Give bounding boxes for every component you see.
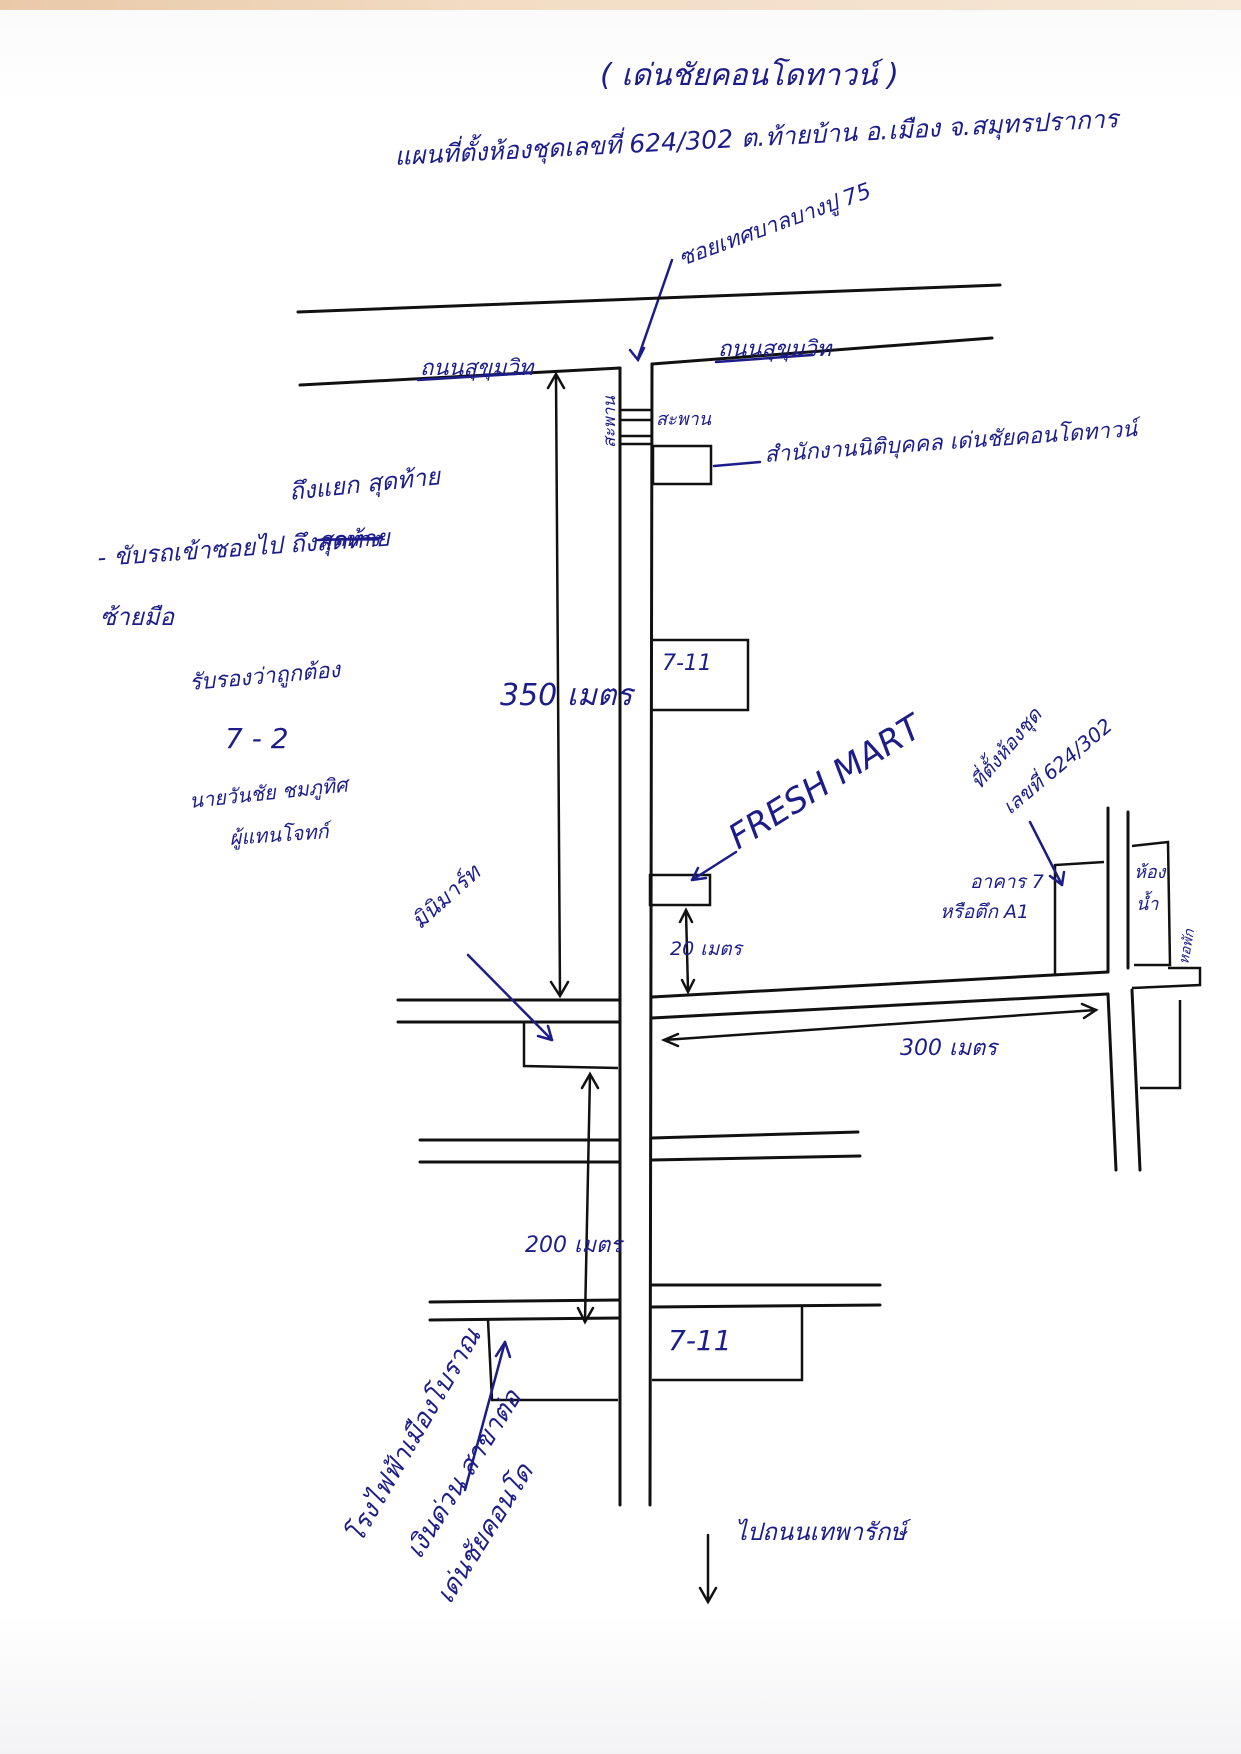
soi-right-edge	[648, 362, 654, 1507]
bottom-shop-label-1: โรงไฟฟ้าเมืองโบราณ	[339, 1322, 488, 1548]
to-theparak-label: ไปถนนเทพารักษ์	[735, 1518, 912, 1546]
bridge-label-left: สะพาน	[600, 396, 620, 448]
note-certified: รับรองว่าถูกต้อง	[188, 658, 343, 696]
crossroad-1-right-bottom	[650, 992, 1110, 1020]
note-line-1: ถึงแยก สุดท้าย	[288, 462, 444, 507]
seven-eleven-bottom-building	[652, 1307, 804, 1382]
paper-edge	[0, 0, 1241, 10]
bridge-label-right: สะพาน	[656, 409, 712, 430]
building-7	[1053, 860, 1105, 975]
distance-350-arrows	[546, 371, 570, 999]
crossroad-3-right-bottom	[650, 1303, 882, 1309]
building-7-label: อาคาร 7	[970, 871, 1044, 893]
note-line-3: ซ้ายมือ	[100, 603, 176, 631]
sales-office-building	[651, 444, 713, 486]
crossroad-1-right-top	[650, 970, 1110, 999]
fresh-mart-building	[648, 873, 712, 907]
sukhumvit-underline-left	[416, 371, 532, 382]
sukhumvit-bottom-edge-right	[650, 336, 994, 366]
right-edge-label: หอพัก	[1176, 927, 1198, 966]
seven-eleven-top-label: 7-11	[662, 651, 712, 676]
seven-eleven-bottom-label: 7-11	[668, 1324, 732, 1357]
bottom-left-building	[486, 1319, 618, 1402]
distance-20-label: 20 เมตร	[670, 938, 745, 960]
unit-pointer-head	[1048, 870, 1066, 887]
room-label-1: ห้อง	[1134, 862, 1167, 883]
map-subtitle: แผนที่ตั้งห้องชุดเลขที่ 624/302 ต.ท้ายบ้…	[394, 100, 1122, 172]
distance-20-arrows	[678, 907, 696, 995]
minimart-pointer-head	[536, 1024, 554, 1042]
distance-300-label: 300 เมตร	[900, 1036, 1000, 1061]
map-title: ( เด่นชัยคอนโดทาวน์ )	[600, 57, 899, 93]
to-theparak-arrow-head	[698, 1586, 718, 1605]
minimart-building	[522, 1022, 619, 1070]
distance-300-arrows	[660, 1002, 1099, 1048]
sukhumvit-top-edge	[296, 283, 1002, 314]
sukhumvit-underline-right	[714, 353, 814, 364]
fresh-mart-pointer	[690, 850, 738, 882]
distance-20-line	[684, 910, 690, 992]
sales-office-pointer	[712, 460, 762, 468]
side-soi-right-edge-bottom	[1130, 988, 1142, 1172]
unit-pointer	[1028, 820, 1064, 887]
fresh-mart-pointer-head	[690, 866, 708, 882]
minimart-label: มินิมาร์ท	[407, 859, 487, 935]
soi-pointer-head	[628, 346, 646, 363]
right-lower-building	[1140, 1000, 1182, 1090]
strike-line	[316, 536, 384, 542]
seven-eleven-top-building	[652, 638, 750, 712]
crossroad-3-left-bottom	[428, 1316, 622, 1322]
note-signature: 7 - 2	[225, 722, 289, 755]
distance-350-line	[554, 373, 562, 997]
crossroad-2-right-bottom	[650, 1154, 862, 1162]
soi-pointer	[636, 258, 674, 360]
crossroad-2-right-top	[650, 1130, 860, 1140]
note-role: ผู้แทนโจทก์	[229, 819, 334, 851]
building-a1-label: หรือตึก A1	[940, 901, 1029, 923]
distance-200-arrows	[576, 1071, 600, 1325]
distance-300-line	[662, 1008, 1098, 1042]
distance-200-label: 200 เมตร	[525, 1233, 625, 1258]
crossroad-3-left-top	[428, 1298, 622, 1304]
bridge-marks	[620, 408, 652, 446]
room-label-2: น้ำ	[1136, 890, 1159, 915]
sales-office-label: สำนักงานนิติบุคคล เด่นชัยคอนโดทาวน์	[764, 416, 1144, 468]
right-edge-building	[1131, 966, 1202, 990]
soi-label: ซอยเทศบาลบางปู 75	[676, 179, 875, 272]
distance-350-label: 350 เมตร	[500, 678, 636, 713]
bottom-shop-pointer	[463, 1340, 507, 1492]
side-soi-left-edge-bottom	[1106, 992, 1118, 1172]
note-name: นายวันชัย ชมภูทิศ	[188, 772, 352, 814]
fresh-mart-label: FRESH MART	[722, 706, 931, 857]
minimart-pointer	[466, 953, 554, 1042]
room-building	[1131, 840, 1172, 967]
distance-200-line	[583, 1073, 592, 1322]
bottom-shop-pointer-head	[494, 1340, 512, 1359]
